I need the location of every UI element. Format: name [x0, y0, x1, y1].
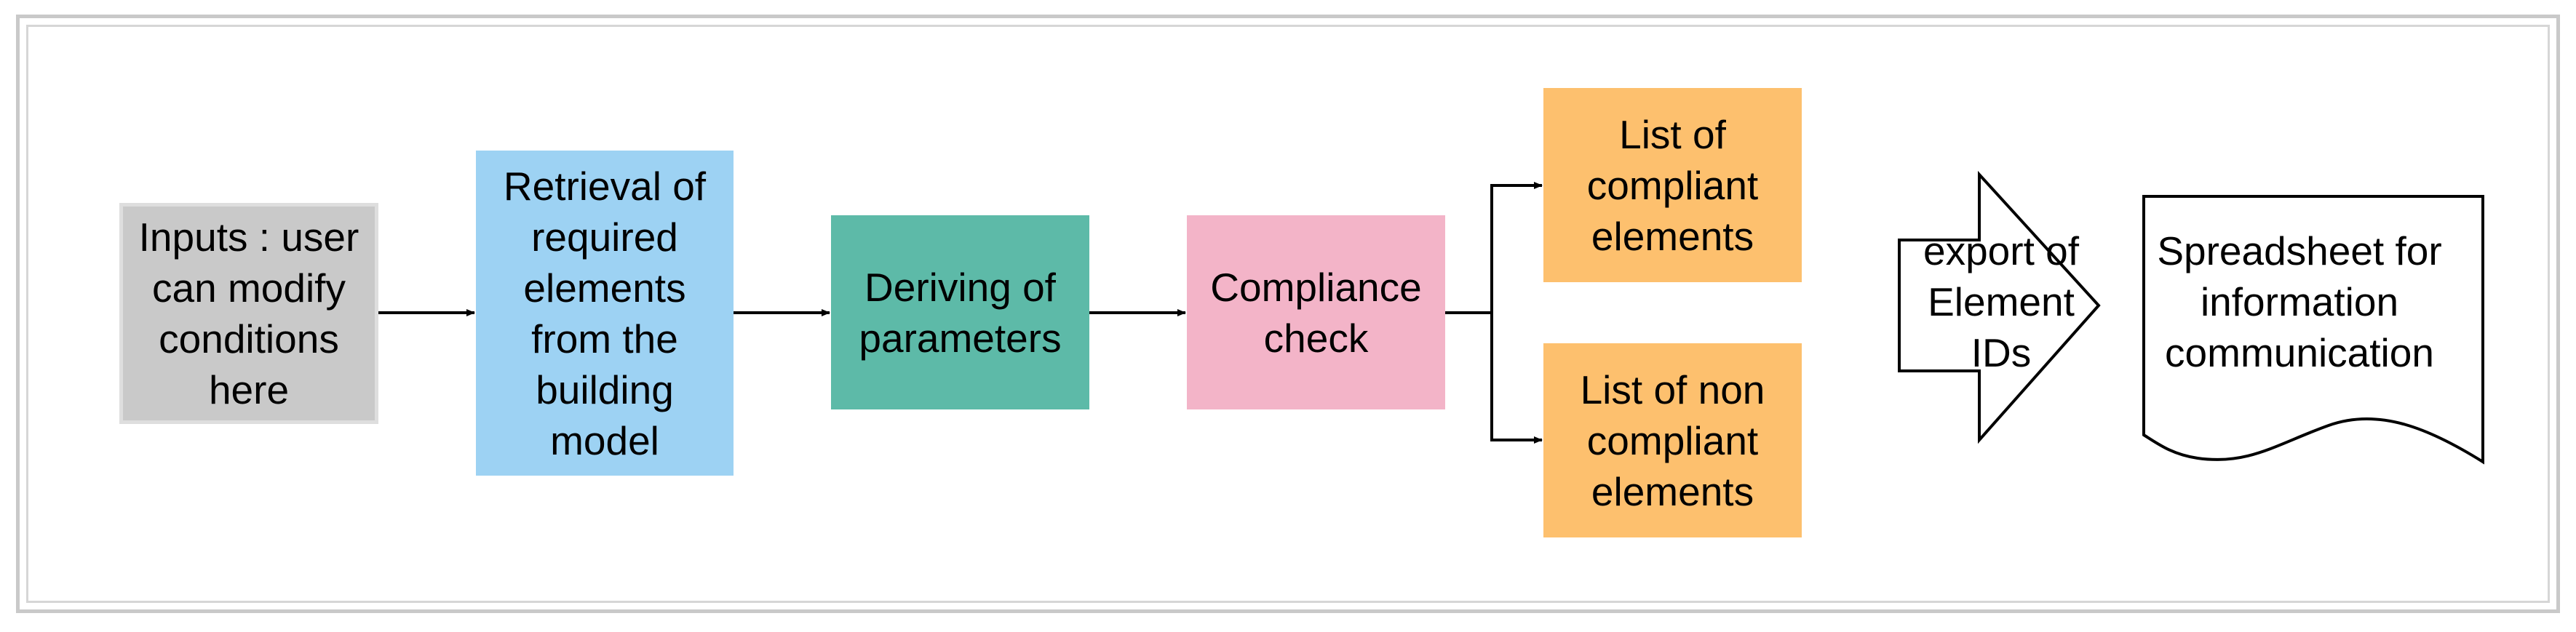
compliant-list-node-label: List of compliant elements [1586, 111, 1759, 259]
compliant-list-node: List of compliant elements [1543, 88, 1802, 282]
retrieval-node-label: Retrieval of required elements from the … [503, 163, 707, 463]
noncompliant-list-node-label: List of non compliant elements [1580, 367, 1765, 514]
noncompliant-list-node: List of non compliant elements [1543, 343, 1802, 537]
diagram-outer-frame [16, 15, 2560, 613]
deriving-parameters-node: Deriving of parameters [831, 215, 1089, 409]
inputs-node: Inputs : user can modify conditions here [119, 203, 378, 424]
deriving-parameters-node-label: Deriving of parameters [859, 264, 1062, 361]
compliance-check-node-label: Compliance check [1210, 264, 1422, 361]
export-node-label: export of Element IDs [1923, 228, 2079, 375]
inputs-node-label: Inputs : user can modify conditions here [138, 215, 359, 412]
retrieval-node: Retrieval of required elements from the … [476, 151, 734, 476]
compliance-check-node: Compliance check [1187, 215, 1445, 409]
spreadsheet-node-label: Spreadsheet for information communicatio… [2157, 228, 2442, 375]
diagram-inner-frame [26, 25, 2550, 603]
